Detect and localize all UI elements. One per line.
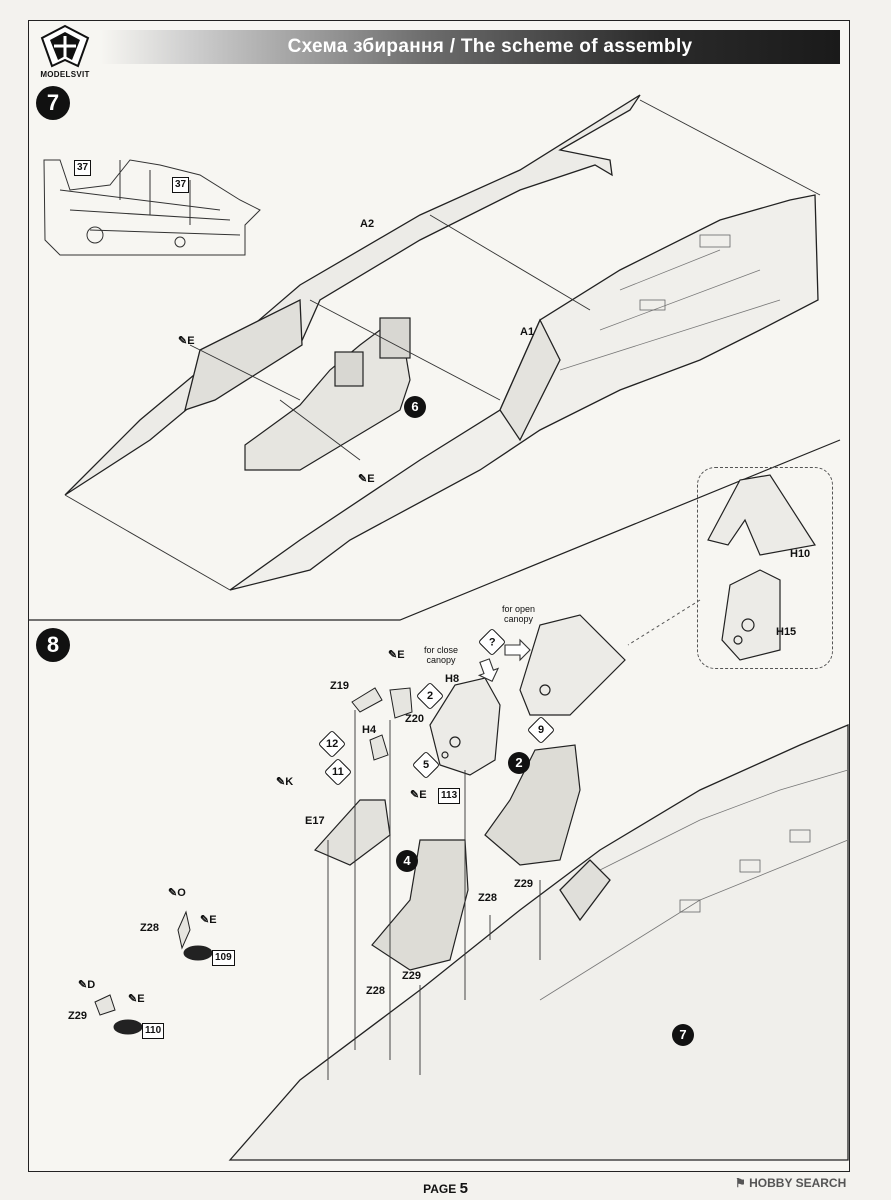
- label-z29-b: Z29: [402, 970, 421, 982]
- subassembly-2-badge: 2: [508, 752, 530, 774]
- ejection-seats-shapes: [371, 744, 581, 971]
- assembly-guide-lines: [64, 99, 821, 591]
- label-z29-a: Z29: [514, 878, 533, 890]
- ref-109: 109: [212, 950, 235, 966]
- ref-37-a: 37: [74, 160, 92, 176]
- brand-name: MODELSVIT: [40, 70, 90, 79]
- label-for-open-canopy: for open canopy: [502, 604, 536, 624]
- canopy-inset-shapes: [707, 474, 816, 661]
- logo-emblem-icon: [40, 24, 90, 68]
- subassembly-6-badge: 6: [404, 396, 426, 418]
- watermark: ⚑ HOBBY SEARCH: [735, 1176, 847, 1190]
- ref-113: 113: [438, 788, 461, 804]
- cockpit-tub-shape: [244, 317, 411, 471]
- modelsvit-logo: MODELSVIT: [32, 24, 98, 86]
- label-z28-c: Z28: [140, 922, 159, 934]
- small-parts-shapes: [94, 687, 413, 1035]
- ref-110: 110: [142, 1023, 165, 1039]
- step-8-badge: 8: [36, 628, 70, 662]
- step-8-guide-lines: [327, 710, 541, 1080]
- label-a1: A1: [520, 326, 535, 338]
- canopy-h8-shape: [429, 677, 501, 776]
- label-h8: H8: [445, 673, 460, 685]
- flow-arrows: [477, 638, 531, 683]
- label-paint-e-a1: ✎E: [358, 473, 375, 485]
- label-paint-e-top: ✎E: [388, 649, 405, 661]
- subassembly-4-badge: 4: [396, 850, 418, 872]
- watermark-icon: ⚑: [735, 1176, 746, 1190]
- label-paint-e-mid: ✎E: [410, 789, 427, 801]
- label-z20: Z20: [405, 713, 424, 725]
- page-label: PAGE: [423, 1182, 457, 1196]
- page-footer: PAGE 5: [0, 1180, 891, 1197]
- label-paint-e-z29: ✎E: [128, 993, 145, 1005]
- part-a2-shape: [64, 94, 641, 496]
- step-7-ref-badge: 7: [672, 1024, 694, 1046]
- label-paint-d: ✎D: [78, 979, 96, 991]
- ref-37-b: 37: [172, 177, 190, 193]
- label-z19: Z19: [330, 680, 349, 692]
- canopy-option-inset: [697, 467, 833, 669]
- label-h10: H10: [790, 548, 811, 560]
- title-banner: Схема збирання / The scheme of assembly: [100, 30, 840, 64]
- label-paint-e-a2: ✎E: [178, 335, 195, 347]
- canopy-open-shape: [519, 614, 626, 716]
- label-paint-o: ✎O: [168, 887, 186, 899]
- label-paint-e-z28: ✎E: [200, 914, 217, 926]
- label-z28-b: Z28: [366, 985, 385, 997]
- label-e17: E17: [305, 815, 325, 827]
- label-for-close-canopy: for close canopy: [424, 645, 459, 665]
- label-paint-k: ✎K: [276, 776, 294, 788]
- label-z28-a: Z28: [478, 892, 497, 904]
- part-e17-shape: [313, 799, 391, 866]
- part-a1-shape: [229, 194, 819, 591]
- fuselage-section-shape: [228, 724, 849, 1161]
- label-a2: A2: [360, 218, 375, 230]
- cockpit-detail-sketch: [42, 159, 261, 257]
- step-7-badge: 7: [36, 86, 70, 120]
- page-title: Схема збирання / The scheme of assembly: [287, 36, 693, 57]
- label-h15: H15: [776, 626, 797, 638]
- page-number: 5: [459, 1180, 468, 1197]
- label-h4: H4: [362, 724, 377, 736]
- label-z29-c: Z29: [68, 1010, 87, 1022]
